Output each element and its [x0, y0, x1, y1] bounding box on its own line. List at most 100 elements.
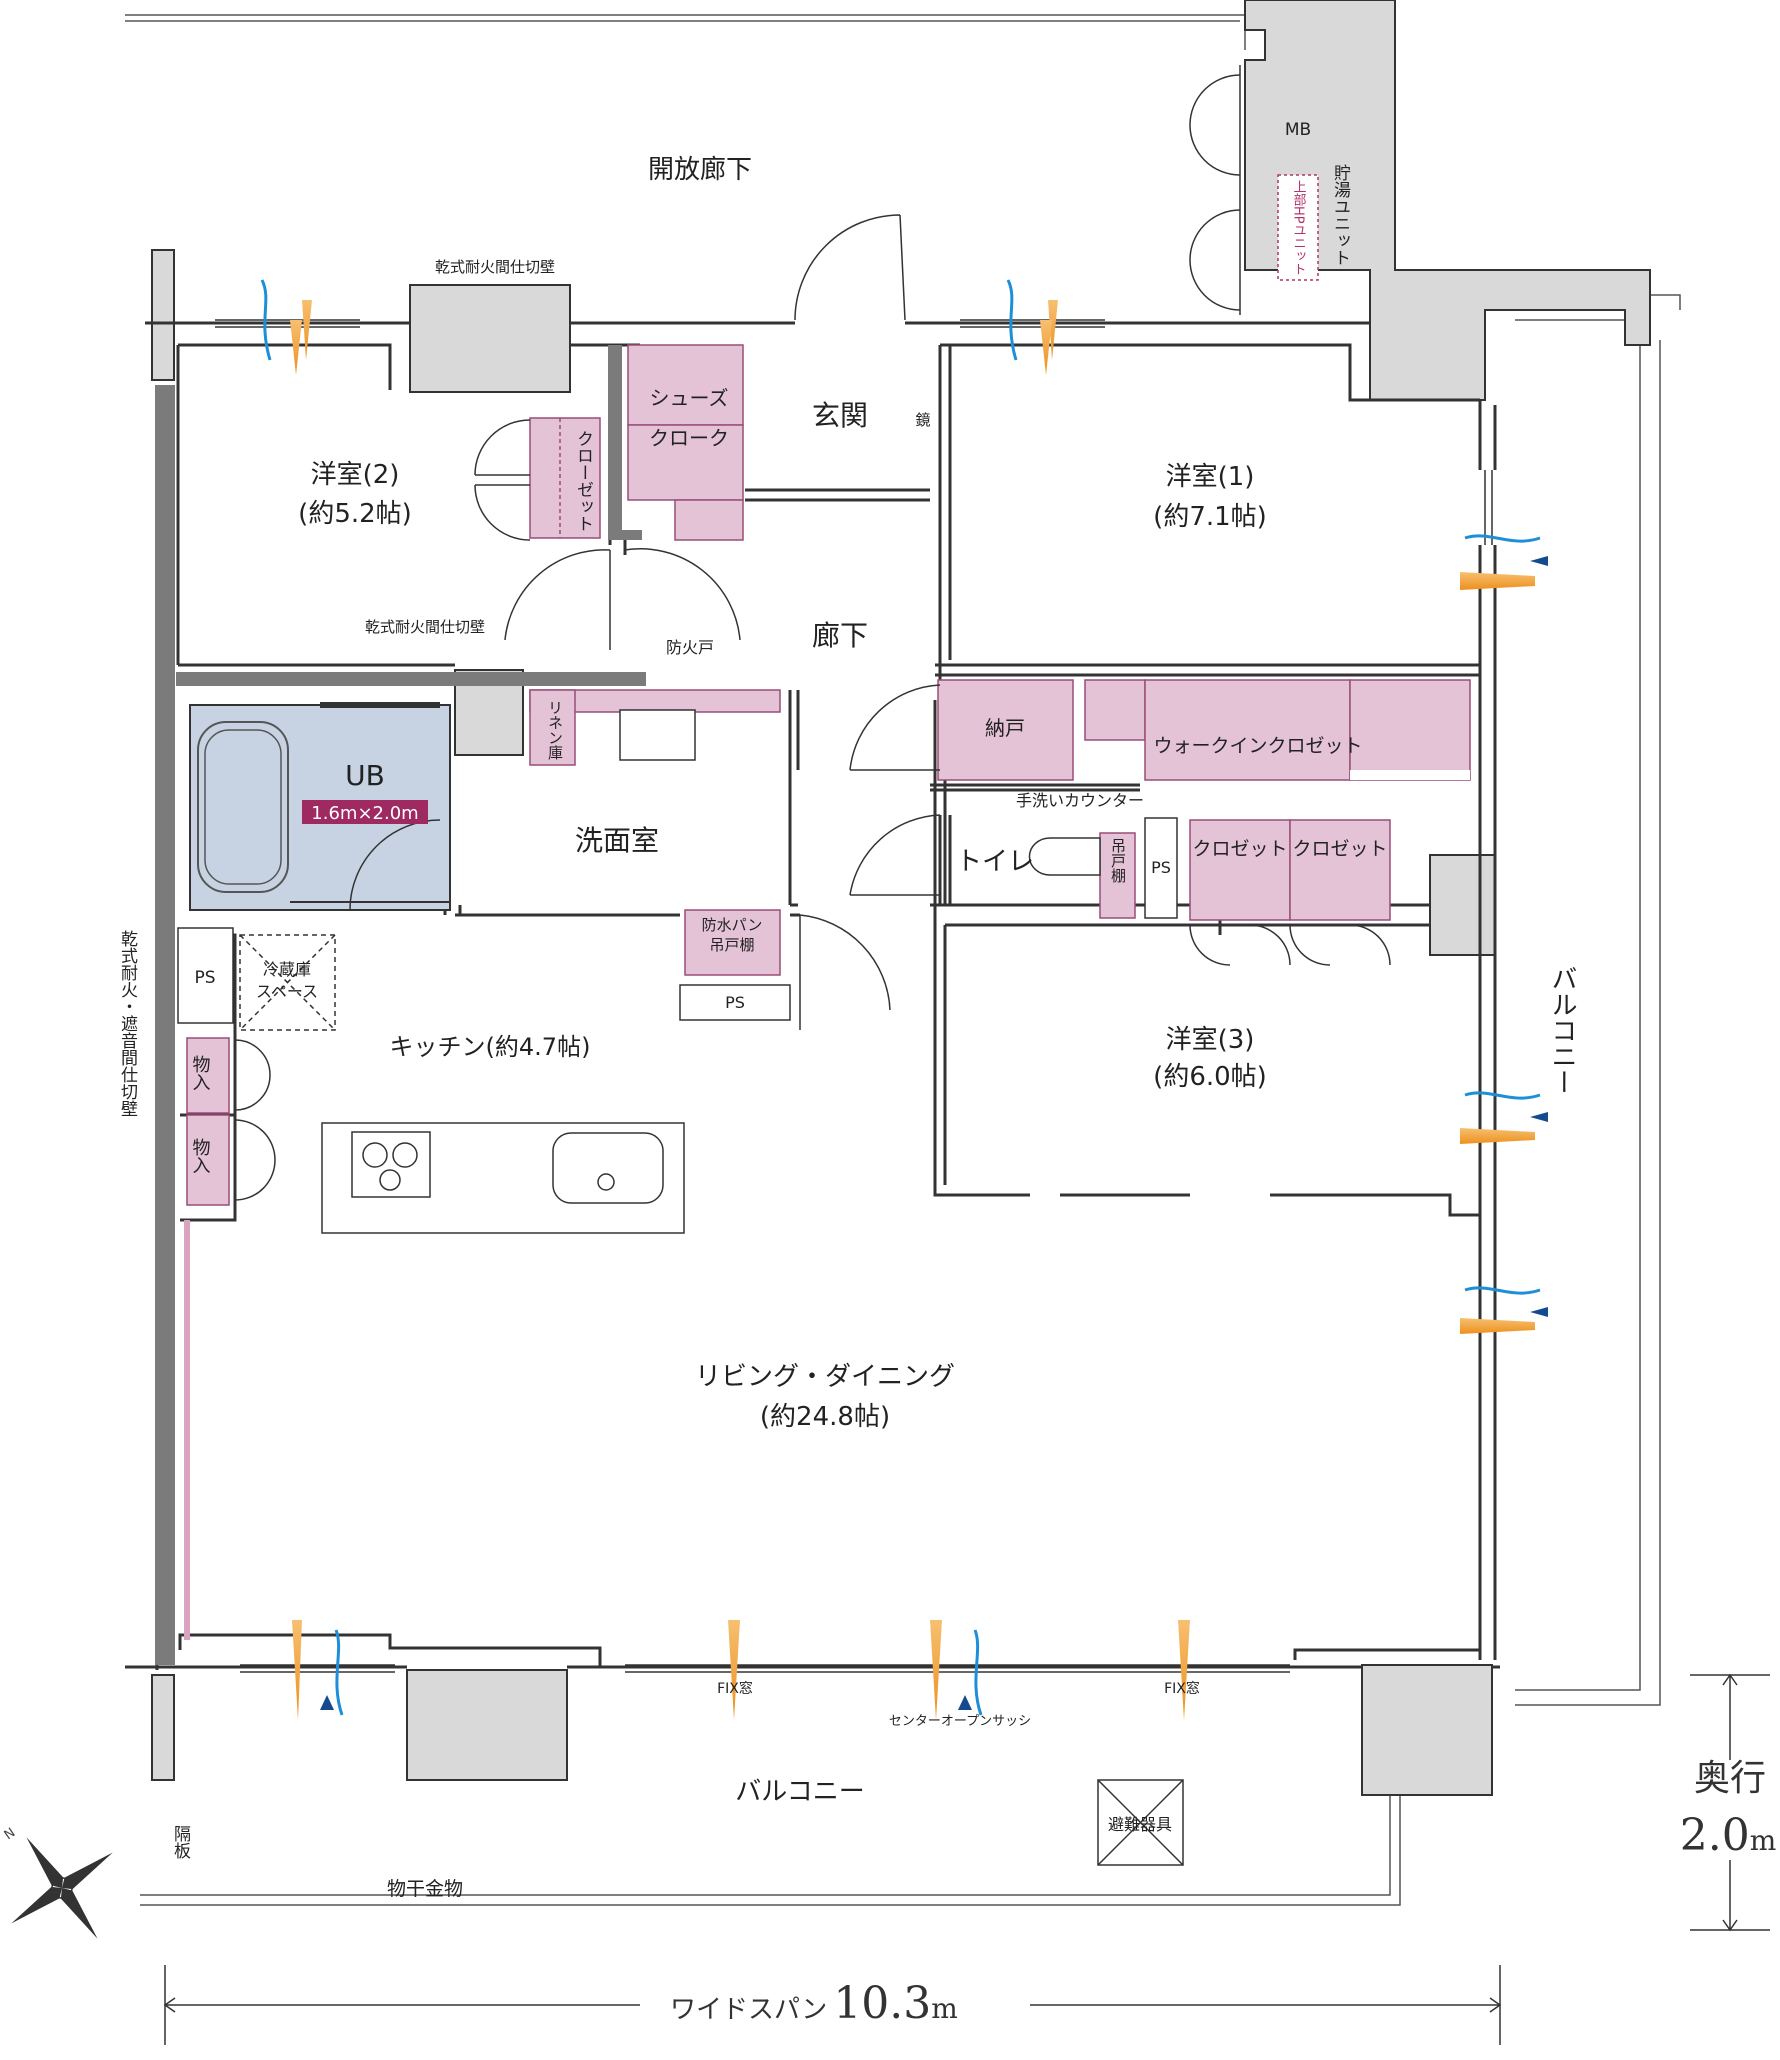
- label-storage-2: 物入: [190, 1138, 211, 1174]
- label-ub: UB: [345, 759, 385, 792]
- walkin-left: [1084, 679, 1146, 741]
- label-room2-name: 洋室(2): [311, 460, 400, 490]
- label-room3-name: 洋室(3): [1166, 1025, 1255, 1055]
- partition-left-bar: [155, 385, 175, 1665]
- label-shoes: シューズ: [650, 386, 729, 410]
- label-balcony-right: バルコニー: [1547, 965, 1577, 1095]
- storage-1: [186, 1037, 230, 1114]
- vanity-sink: [619, 709, 696, 761]
- label-toilet: トイレ: [956, 847, 1034, 877]
- label-nando: 納戸: [985, 716, 1025, 740]
- label-hp-unit: 上部HPユニット: [1291, 180, 1307, 276]
- label-fridge-1: 冷蔵庫: [263, 960, 311, 979]
- label-ld-size: (約24.8帖): [760, 1402, 890, 1432]
- depth-label: 奥行: [1694, 1758, 1766, 1799]
- label-waterproof-shelf: 吊戸棚: [709, 936, 754, 954]
- column-bottom-left: [406, 1669, 568, 1781]
- label-linen: リネン庫: [546, 700, 564, 760]
- label-fire-door: 防火戸: [666, 638, 714, 657]
- label-kitchen: キッチン(約4.7帖): [390, 1033, 591, 1061]
- toilet-bowl: [1028, 837, 1101, 876]
- closet-a: [1189, 819, 1291, 921]
- walkin-right: [1349, 679, 1471, 781]
- label-cloak: クローク: [649, 426, 729, 450]
- column-top-left: [409, 284, 571, 393]
- label-left-wall: 乾式耐火・遮音間仕切壁: [117, 930, 138, 1117]
- label-fix-2: FIX窓: [1164, 1680, 1200, 1697]
- dimension-lines: [163, 1673, 1770, 2045]
- depth-dimension: 2.0m: [1680, 1810, 1777, 1861]
- label-escape: 避難器具: [1108, 1815, 1172, 1834]
- label-partition-top: 乾式耐火間仕切壁: [435, 258, 555, 276]
- airflow-symbols: [260, 279, 1548, 1720]
- depth-unit: m: [1750, 1824, 1777, 1857]
- label-hot-water: 貯湯ユニット: [1330, 164, 1351, 266]
- label-corridor-open: 開放廊下: [648, 155, 752, 185]
- label-fix-1: FIX窓: [717, 1680, 753, 1697]
- label-closet-b: クロゼット: [1292, 838, 1387, 860]
- label-fridge-2: スペース: [256, 982, 318, 1001]
- partition-mid-bar: [176, 672, 646, 686]
- sink: [552, 1132, 664, 1204]
- fire-partitions: [155, 345, 646, 1665]
- storage-2: [186, 1114, 230, 1206]
- ps-box-2: [1144, 817, 1178, 919]
- label-ps-3: PS: [725, 993, 745, 1012]
- partition-shoe-foot: [608, 530, 642, 540]
- label-center-sash: センターオープンサッシ: [889, 1714, 1031, 1729]
- label-ps-2: PS: [1151, 858, 1171, 877]
- column-left-bottom: [151, 1674, 175, 1781]
- label-ld-name: リビング・ダイニング: [695, 1362, 955, 1392]
- label-balcony-bottom: バルコニー: [735, 1777, 864, 1807]
- label-genkan: 玄関: [812, 399, 868, 432]
- label-hand-wash: 手洗いカウンター: [1016, 791, 1144, 810]
- waterproof-pan: [684, 909, 781, 976]
- depth-value: 2.0: [1680, 1810, 1750, 1861]
- nando: [937, 679, 1074, 781]
- toilet-shelf: [1099, 832, 1136, 919]
- shoes-lower: [674, 499, 744, 541]
- compass: [11, 1837, 113, 1939]
- label-north: N: [2, 1825, 19, 1843]
- ps-box-3: [679, 984, 791, 1021]
- label-closet-a: クロゼット: [1192, 838, 1287, 860]
- walkin-center: [1144, 679, 1351, 781]
- label-waterproof-pan: 防水パン: [702, 916, 763, 934]
- width-label: ワイドスパン: [670, 1995, 827, 2025]
- label-partition-board: 隔板: [170, 1825, 191, 1859]
- label-washroom: 洗面室: [575, 824, 659, 857]
- label-ub-size: 1.6m×2.0m: [311, 803, 418, 824]
- label-room1-name: 洋室(1): [1166, 462, 1255, 492]
- label-mirror: 鏡: [915, 411, 930, 429]
- column-bottom-right: [1361, 1664, 1493, 1796]
- wall-finish: [184, 1220, 190, 1640]
- label-room2-size: (約5.2帖): [298, 499, 412, 529]
- label-mb: MB: [1285, 120, 1311, 140]
- label-hallway: 廊下: [812, 619, 868, 652]
- column-right-mid: [1429, 854, 1496, 956]
- linen: [529, 689, 576, 766]
- shoes-mid: [627, 424, 744, 501]
- width-value: 10.3: [833, 1978, 931, 2029]
- shoes-upper: [627, 344, 744, 426]
- hp-unit-box: [1277, 174, 1319, 281]
- label-hanging-shelf: 吊戸棚: [1109, 838, 1127, 883]
- label-room1-size: (約7.1帖): [1153, 502, 1267, 532]
- labels: 開放廊下 MB 上部HPユニット 貯湯ユニット 乾式耐火間仕切壁 乾式耐火間仕切…: [2, 120, 1577, 1900]
- partition-shoe-bar: [608, 345, 622, 540]
- column-left-top: [151, 249, 175, 381]
- fixtures: [177, 174, 1319, 1866]
- label-walkin: ウォークインクロゼット: [1153, 735, 1362, 757]
- columns: [151, 0, 1651, 1796]
- label-closet-vertical: クローゼット: [573, 430, 593, 532]
- width-unit: m: [931, 1992, 958, 2025]
- storage-blocks: [186, 344, 1471, 1206]
- label-partition-mid: 乾式耐火間仕切壁: [365, 618, 485, 636]
- walls: [125, 321, 1500, 1670]
- label-room3-size: (約6.0帖): [1153, 1062, 1267, 1092]
- closet-b: [1289, 819, 1391, 921]
- label-storage-1: 物入: [190, 1055, 211, 1091]
